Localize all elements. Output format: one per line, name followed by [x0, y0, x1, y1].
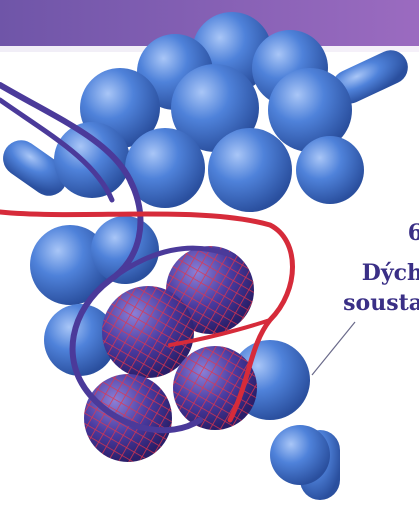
caption-line-2: sousta	[343, 288, 419, 318]
caption-number: 6	[408, 218, 419, 248]
caption-pointer-line	[312, 322, 355, 375]
caption-line-1: Dých	[362, 258, 419, 288]
